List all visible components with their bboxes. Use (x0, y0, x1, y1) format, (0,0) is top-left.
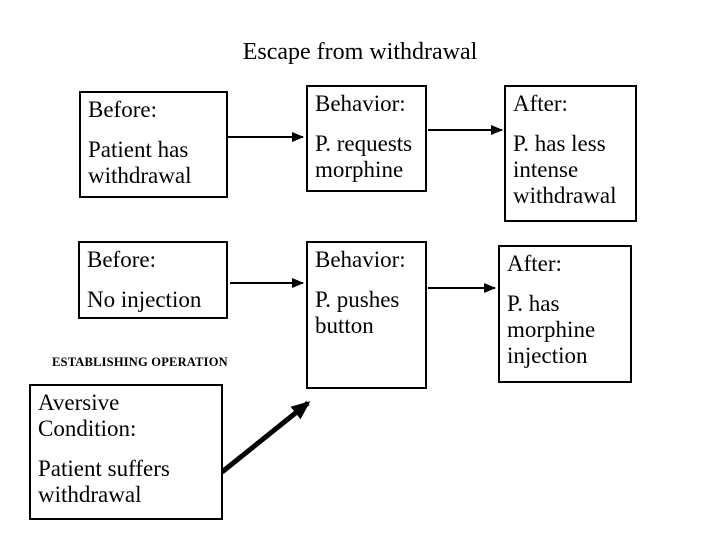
box-label: Before: (88, 97, 157, 122)
box-text: P. requests morphine (315, 131, 413, 182)
box-aversive-condition: Aversive Condition: Patient suffers with… (29, 384, 223, 520)
box-text: P. pushes button (315, 287, 400, 338)
box-label: After: (513, 91, 568, 116)
slide-title: Escape from withdrawal (242, 39, 478, 65)
box-label: Aversive Condition: (38, 390, 137, 441)
establishing-operation-caption: ESTABLISHING OPERATION (52, 355, 228, 369)
arrow-establishing-operation (220, 401, 311, 474)
box-before-row1: Before: Patient has withdrawal (79, 91, 228, 198)
box-label: Before: (87, 247, 156, 272)
box-text: Patient has withdrawal (88, 137, 192, 188)
box-text: No injection (87, 287, 202, 312)
box-label: Behavior: (315, 91, 406, 116)
box-after-row2: After: P. has morphine injection (498, 245, 632, 383)
box-text: P. has morphine injection (507, 291, 596, 368)
box-text: Patient suffers withdrawal (38, 456, 170, 507)
box-before-row2: Before: No injection (78, 241, 228, 319)
box-behavior-row1: Behavior: P. requests morphine (306, 85, 427, 192)
box-text: P. has less intense withdrawal (513, 131, 617, 208)
box-behavior-row2: Behavior: P. pushes button (306, 241, 427, 389)
box-label: After: (507, 251, 562, 276)
box-after-row1: After: P. has less intense withdrawal (504, 85, 637, 222)
box-label: Behavior: (315, 247, 406, 272)
